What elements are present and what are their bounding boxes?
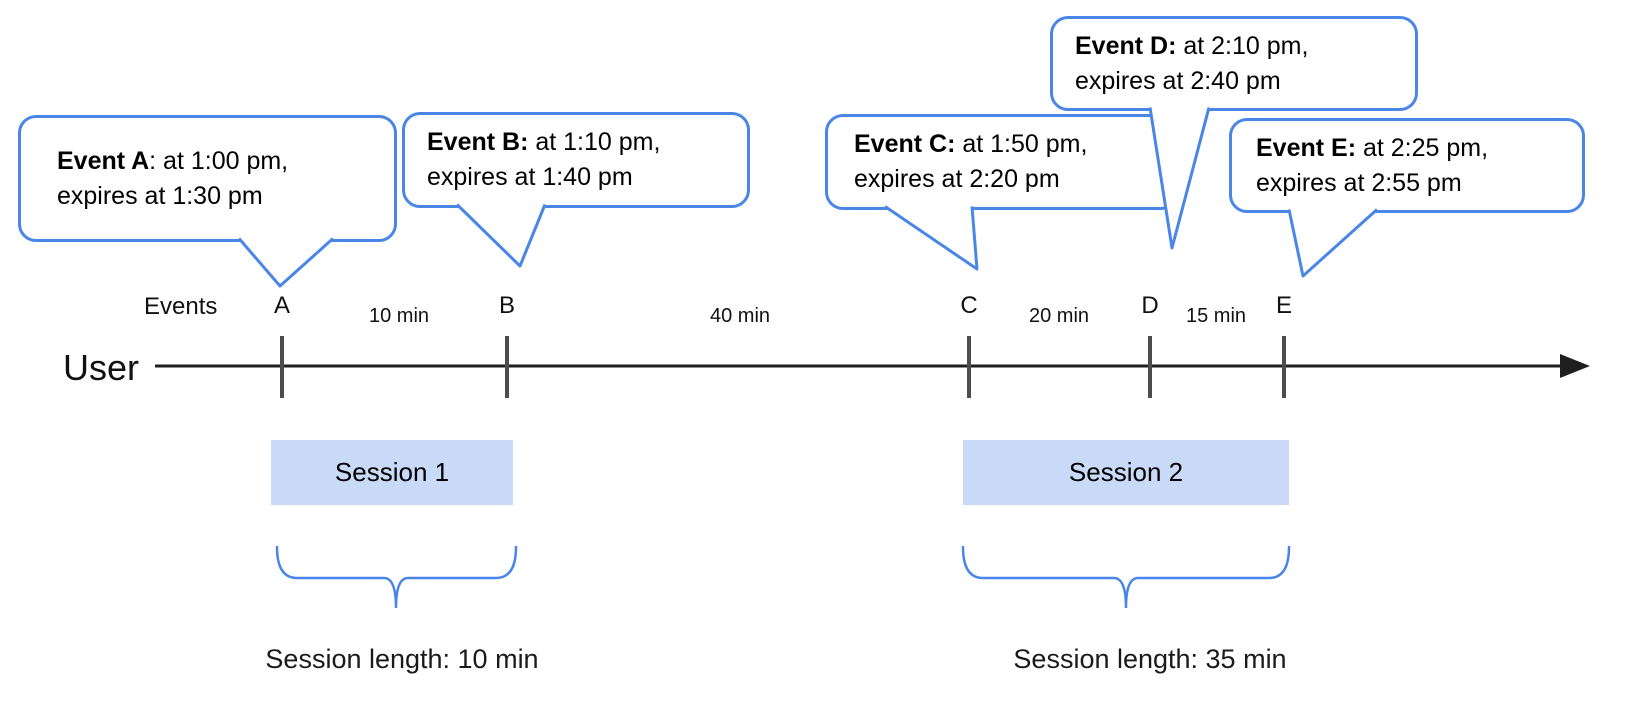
event-b-line2: expires at 1:40 pm	[427, 163, 633, 191]
callout-tail-b	[455, 203, 547, 268]
events-axis-label: Events	[144, 293, 218, 320]
event-d-name: Event D:	[1075, 31, 1177, 60]
event-c-time: at 1:50 pm,	[955, 130, 1088, 158]
event-d-line1: Event D: at 2:10 pm,	[1075, 29, 1415, 64]
event-a-time: : at 1:00 pm,	[149, 146, 289, 175]
callout-tail-a	[237, 237, 335, 288]
event-b-line1: Event B: at 1:10 pm,	[427, 125, 747, 160]
event-e-name: Event E:	[1256, 133, 1357, 162]
session-2-brace	[961, 545, 1291, 609]
event-e-time: at 2:25 pm,	[1356, 133, 1489, 162]
event-c-callout: Event C: at 1:50 pm, expires at 2:20 pm	[825, 114, 1178, 210]
event-a-name: Event A	[57, 146, 150, 175]
event-d-time: at 2:10 pm,	[1176, 31, 1309, 60]
event-c-line1: Event C: at 1:50 pm,	[854, 127, 1175, 162]
event-e-callout: Event E: at 2:25 pm, expires at 2:55 pm	[1229, 118, 1585, 213]
session-2-length-label: Session length: 35 min	[1013, 644, 1287, 674]
timeline-arrowhead	[1560, 354, 1590, 378]
callout-tail-c	[884, 205, 979, 271]
event-a-line2: expires at 1:30 pm	[57, 181, 263, 210]
event-mark-a: A	[273, 292, 291, 319]
interval-label-ab: 10 min	[368, 305, 430, 327]
event-mark-b: B	[498, 292, 516, 319]
event-b-time: at 1:10 pm,	[528, 128, 661, 156]
event-a-callout: Event A: at 1:00 pm, expires at 1:30 pm	[18, 115, 397, 242]
interval-label-de: 15 min	[1185, 305, 1247, 327]
callout-tail-e	[1287, 208, 1379, 278]
event-mark-c: C	[960, 292, 978, 319]
user-label: User	[63, 347, 140, 388]
event-a-line1: Event A: at 1:00 pm,	[57, 144, 394, 179]
event-c-line2: expires at 2:20 pm	[854, 165, 1060, 193]
event-c-name: Event C:	[854, 130, 956, 158]
session-1-brace	[275, 545, 518, 609]
interval-label-cd: 20 min	[1028, 305, 1090, 327]
event-e-line2: expires at 2:55 pm	[1256, 168, 1462, 197]
interval-label-bc: 40 min	[709, 305, 771, 327]
session-2-box: Session 2	[963, 440, 1289, 505]
event-b-name: Event B:	[427, 128, 529, 156]
event-d-line2: expires at 2:40 pm	[1075, 66, 1281, 95]
session-1-length-label: Session length: 10 min	[265, 644, 539, 674]
session-1-box: Session 1	[271, 440, 513, 505]
event-b-callout: Event B: at 1:10 pm, expires at 1:40 pm	[402, 112, 750, 208]
event-mark-d: D	[1141, 292, 1159, 319]
event-d-callout: Event D: at 2:10 pm, expires at 2:40 pm	[1050, 16, 1418, 111]
event-mark-e: E	[1275, 292, 1293, 319]
session-1-label: Session 1	[334, 457, 450, 487]
session-2-label: Session 2	[1068, 457, 1184, 487]
event-e-line1: Event E: at 2:25 pm,	[1256, 131, 1582, 166]
